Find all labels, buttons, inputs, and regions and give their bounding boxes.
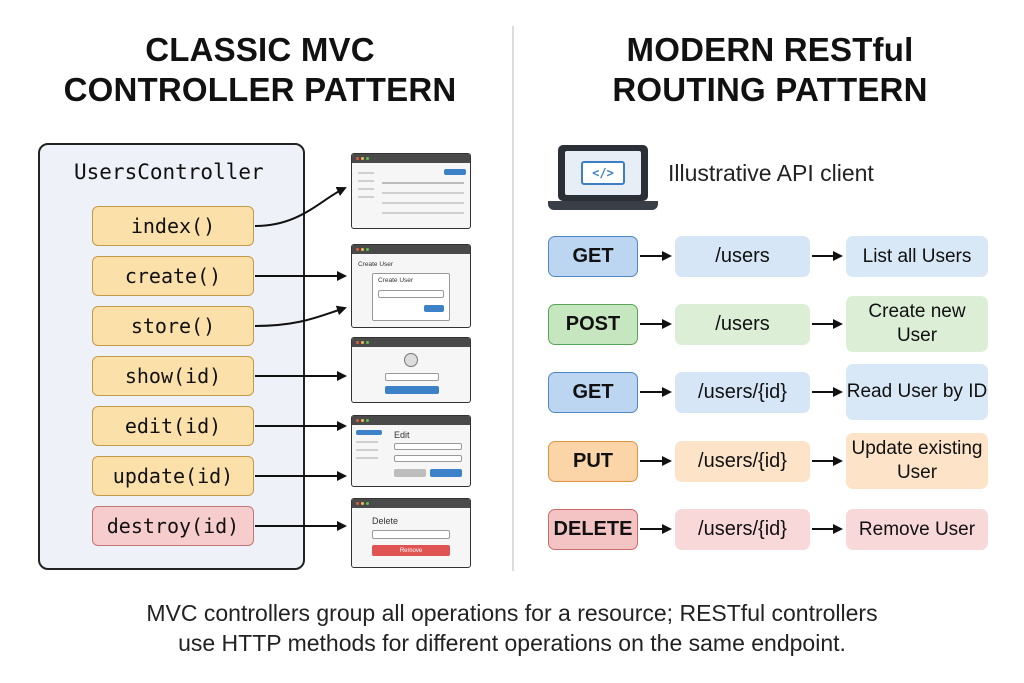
method-store: store() xyxy=(92,306,254,346)
restful-title-line1: MODERN RESTful xyxy=(626,31,914,68)
route-path: /users/{id} xyxy=(675,509,810,550)
create-screen-header: Create User xyxy=(358,261,394,268)
route-result: Update existing User xyxy=(846,433,988,489)
route-verb: GET xyxy=(548,372,638,413)
route-path: /users/{id} xyxy=(675,372,810,413)
method-index: index() xyxy=(92,206,254,246)
screen-edit-form: Edit xyxy=(351,415,471,487)
classic-mvc-title-line1: CLASSIC MVC xyxy=(145,31,375,68)
screen-delete-confirm: Delete Remove xyxy=(351,498,471,568)
route-result: Remove User xyxy=(846,509,988,550)
method-create: create() xyxy=(92,256,254,296)
method-show: show(id) xyxy=(92,356,254,396)
route-path: /users xyxy=(675,304,810,345)
screen-show-detail xyxy=(351,337,471,403)
edit-screen-title: Edit xyxy=(394,430,410,440)
method-edit: edit(id) xyxy=(92,406,254,446)
laptop-code-icon: </> xyxy=(548,145,658,211)
route-result: Create new User xyxy=(846,296,988,352)
caption-line2: use HTTP methods for different operation… xyxy=(178,630,846,656)
route-path: /users/{id} xyxy=(675,441,810,482)
method-destroy: destroy(id) xyxy=(92,506,254,546)
route-verb: DELETE xyxy=(548,509,638,550)
caption-line1: MVC controllers group all operations for… xyxy=(146,600,878,626)
create-form-title: Create User xyxy=(378,277,414,284)
method-update: update(id) xyxy=(92,456,254,496)
code-glyph: </> xyxy=(581,161,625,185)
route-verb: POST xyxy=(548,304,638,345)
footer-caption: MVC controllers group all operations for… xyxy=(40,598,984,658)
route-path: /users xyxy=(675,236,810,277)
remove-button: Remove xyxy=(372,545,450,556)
delete-screen-title: Delete xyxy=(372,516,399,526)
restful-title-line2: ROUTING PATTERN xyxy=(612,71,928,108)
route-verb: GET xyxy=(548,236,638,277)
route-result: List all Users xyxy=(846,236,988,277)
center-divider xyxy=(512,26,514,571)
restful-title: MODERN RESTful ROUTING PATTERN xyxy=(515,30,1024,110)
controller-name: UsersController xyxy=(74,160,264,184)
route-verb: PUT xyxy=(548,441,638,482)
api-client-label: Illustrative API client xyxy=(668,160,874,186)
classic-mvc-title-line2: CONTROLLER PATTERN xyxy=(63,71,457,108)
screen-create-form: Create User Create User xyxy=(351,244,471,328)
screen-index-list xyxy=(351,153,471,229)
classic-mvc-title: CLASSIC MVC CONTROLLER PATTERN xyxy=(20,30,500,110)
route-result: Read User by ID xyxy=(846,364,988,420)
